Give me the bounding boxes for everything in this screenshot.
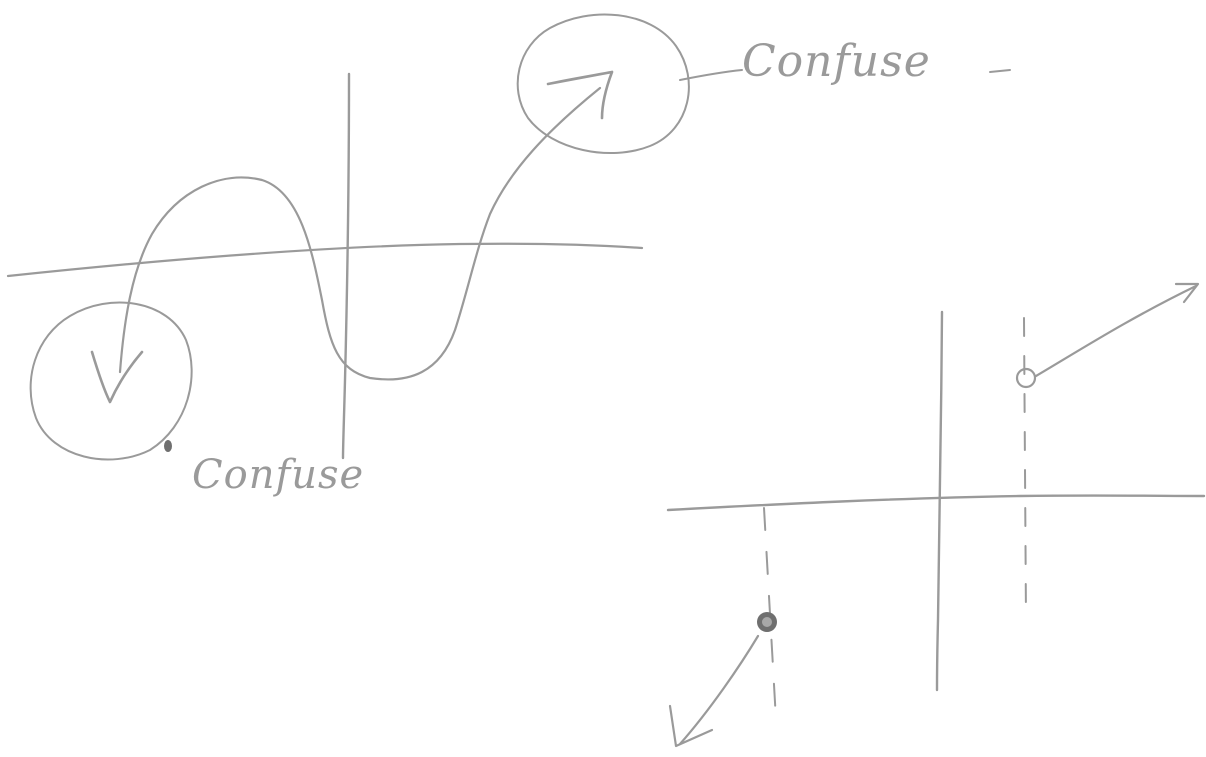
- lower-left-arrow: [678, 634, 760, 746]
- right-diagram: [666, 282, 1206, 748]
- bottom-left-arrowhead: [90, 350, 144, 404]
- top-leader-line: [679, 69, 743, 81]
- lower-left-arrowhead: [668, 704, 714, 748]
- top-circle: [516, 13, 690, 154]
- top-trailing-dash: [989, 69, 1011, 73]
- open-point: [1015, 367, 1037, 389]
- wave-curve: [118, 86, 602, 381]
- left-diagram: [6, 13, 1011, 461]
- left-x-axis: [6, 242, 644, 278]
- top-right-arrowhead: [546, 70, 614, 120]
- upper-right-arrowhead: [1174, 282, 1200, 304]
- filled-point-highlight: [762, 617, 772, 627]
- bottom-circle: [29, 301, 193, 461]
- right-y-axis: [935, 310, 944, 692]
- upper-right-arrow: [1034, 284, 1198, 378]
- right-x-axis: [666, 494, 1206, 512]
- left-y-axis: [341, 72, 351, 460]
- top-confuse-label: Confuse: [742, 36, 931, 87]
- bottom-confuse-label: Confuse: [192, 452, 365, 498]
- right-dashed-line: [1023, 317, 1027, 621]
- bottom-pointer-dot: [164, 440, 172, 452]
